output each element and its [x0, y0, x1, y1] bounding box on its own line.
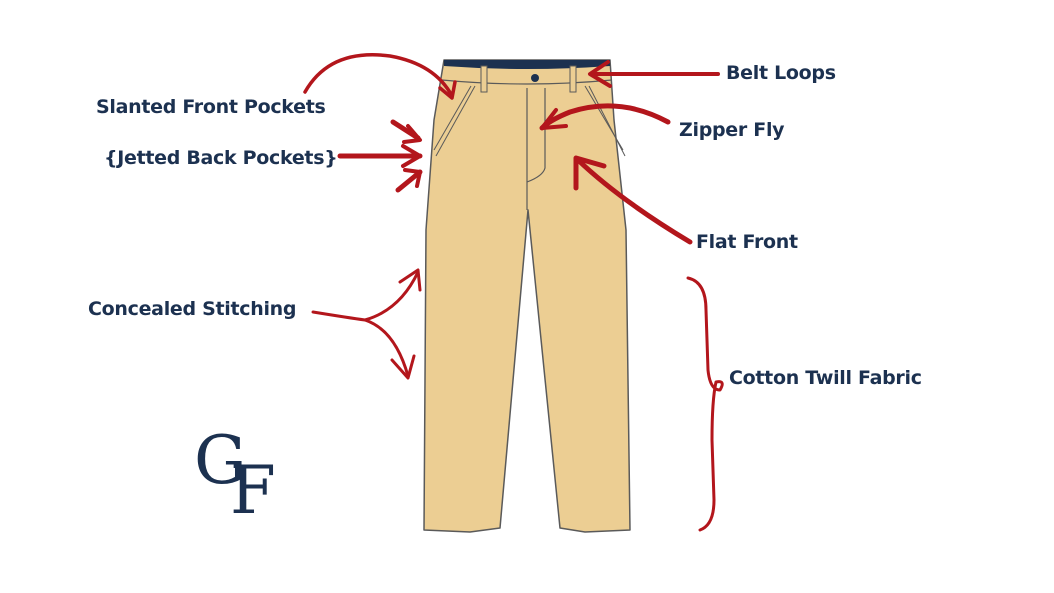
- gf-logo: G F: [194, 428, 284, 528]
- annotation-arrows: [303, 53, 724, 532]
- pants-illustration: [423, 59, 631, 533]
- label-slanted-front-pockets: Slanted Front Pockets: [96, 96, 326, 118]
- label-belt-loops: Belt Loops: [726, 62, 836, 84]
- arrow-stitching-down: [363, 318, 410, 378]
- arrow-zipper-fly: [539, 103, 671, 131]
- belt-loop-left: [480, 65, 488, 93]
- logo-letter-f: F: [230, 452, 276, 529]
- label-jetted-back-pockets: {Jetted Back Pockets}: [104, 147, 338, 169]
- label-zipper-fly: Zipper Fly: [679, 119, 785, 141]
- arrow-jetted-3: [395, 169, 423, 193]
- zipper-fly-seam: [526, 88, 546, 183]
- arrow-slanted-front-pockets: [303, 53, 454, 98]
- label-flat-front: Flat Front: [696, 231, 798, 253]
- arrow-flat-front: [575, 157, 693, 245]
- label-cotton-twill-fabric: Cotton Twill Fabric: [729, 367, 922, 389]
- brace-cotton-twill: [686, 276, 724, 532]
- label-concealed-stitching: Concealed Stitching: [88, 298, 297, 320]
- belt-loop-right: [569, 65, 577, 93]
- button: [531, 74, 539, 82]
- logo-letter-g: G: [194, 422, 247, 499]
